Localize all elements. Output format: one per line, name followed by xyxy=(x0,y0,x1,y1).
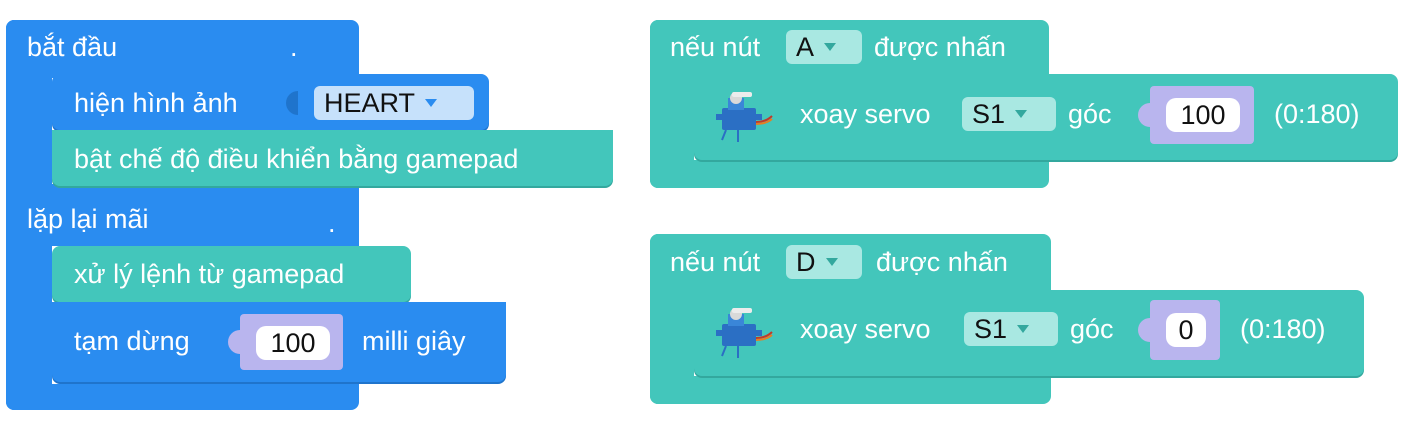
servo-d-port-dropdown[interactable]: S1 xyxy=(964,312,1058,346)
image-slot-tab xyxy=(286,91,298,115)
servo-motor-icon xyxy=(716,92,773,142)
gamepad-mode-block[interactable] xyxy=(52,130,613,186)
event-d-button-dropdown[interactable]: D xyxy=(786,245,862,279)
servo-d-range: (0:180) xyxy=(1240,314,1326,344)
event-d-footer xyxy=(650,376,1051,404)
servo-a-port-dropdown[interactable]: S1 xyxy=(962,97,1056,131)
process-gamepad-label: xử lý lệnh từ gamepad xyxy=(74,259,345,289)
chevron-down-icon xyxy=(824,43,837,51)
chevron-down-icon xyxy=(825,258,838,266)
chevron-down-icon xyxy=(1017,325,1030,333)
forever-block-dot: . xyxy=(328,208,336,238)
servo-motor-icon xyxy=(716,308,773,358)
start-block-body xyxy=(6,20,359,78)
chevron-down-icon xyxy=(425,99,438,107)
pause-unit-label: milli giây xyxy=(362,326,466,356)
image-dropdown[interactable]: HEART xyxy=(314,86,474,120)
event-a-footer xyxy=(650,160,1049,188)
process-gamepad-block[interactable] xyxy=(52,246,411,302)
event-a-button-value: A xyxy=(796,31,815,62)
start-block-footer xyxy=(6,184,359,202)
servo-d-port-value: S1 xyxy=(974,313,1008,344)
servo-d-angle-label: góc xyxy=(1070,314,1114,344)
event-a-button-dropdown[interactable]: A xyxy=(786,30,862,64)
servo-d-slot-tab xyxy=(1138,318,1150,342)
servo-a-slot-tab xyxy=(1138,103,1150,127)
servo-a-angle-input[interactable]: 100 xyxy=(1166,98,1240,132)
forever-block-footer xyxy=(6,384,359,410)
start-block-label: bắt đầu xyxy=(27,32,118,62)
start-block-dot: . xyxy=(290,32,298,62)
forever-block-label: lặp lại mãi xyxy=(27,204,149,234)
pause-slot-tab xyxy=(228,330,240,354)
servo-a-range: (0:180) xyxy=(1274,99,1360,129)
servo-a-angle-label: góc xyxy=(1068,99,1112,129)
pause-label: tạm dừng xyxy=(74,326,190,356)
event-d-suffix: được nhấn xyxy=(876,247,1008,277)
forever-block-body xyxy=(6,200,359,246)
event-a-suffix: được nhấn xyxy=(874,32,1006,62)
gamepad-mode-label: bật chế độ điều khiển bằng gamepad xyxy=(74,144,519,174)
event-a-prefix: nếu nút xyxy=(670,32,761,62)
event-d-prefix: nếu nút xyxy=(670,247,761,277)
forever-block-arm xyxy=(6,200,52,410)
event-d-arm xyxy=(650,234,694,404)
servo-a-label: xoay servo xyxy=(800,99,931,129)
event-d-button-value: D xyxy=(796,246,816,277)
pause-value-input[interactable]: 100 xyxy=(256,326,330,360)
servo-d-angle-input[interactable]: 0 xyxy=(1166,313,1206,347)
show-image-label: hiện hình ảnh xyxy=(74,88,238,118)
start-block-arm xyxy=(6,20,52,200)
servo-a-port-value: S1 xyxy=(972,98,1006,129)
image-dropdown-value: HEART xyxy=(324,87,416,118)
servo-d-label: xoay servo xyxy=(800,314,931,344)
chevron-down-icon xyxy=(1015,110,1028,118)
